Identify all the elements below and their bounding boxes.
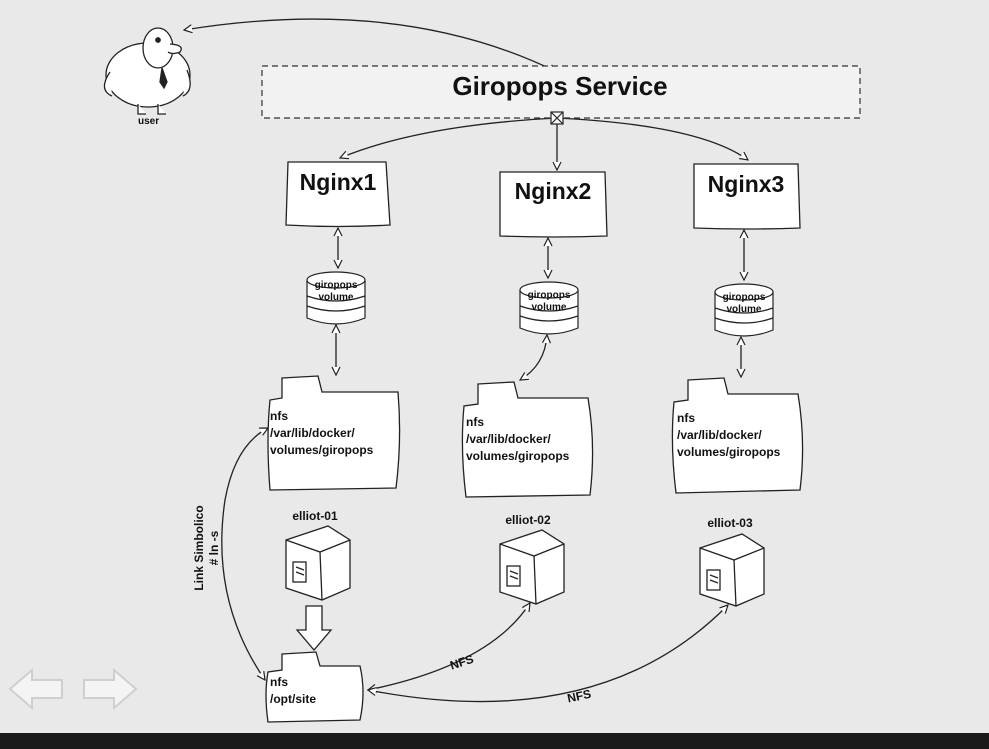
folder-2-line2: /var/lib/docker/ [466, 432, 551, 446]
folder-1-line3: volumes/giropops [270, 443, 374, 457]
service-title: Giropops Service [452, 71, 667, 101]
connectors [184, 18, 748, 703]
folder-icon-1: nfs /var/lib/docker/ volumes/giropops [267, 375, 401, 491]
folder-1-line2: /var/lib/docker/ [270, 426, 355, 440]
folder-icon-3: nfs /var/lib/docker/ volumes/giropops [671, 377, 804, 494]
volume-2-label-line2: volume [531, 302, 566, 313]
host-3-label: elliot-03 [707, 516, 753, 530]
folder-2-line1: nfs [466, 415, 484, 429]
site-folder-icon: nfs /opt/site [265, 651, 364, 723]
host-1-label: elliot-01 [292, 509, 338, 523]
nginx-1-label: Nginx1 [300, 169, 377, 195]
folder-3-line3: volumes/giropops [677, 445, 781, 459]
user-service-arrow [184, 18, 557, 72]
service-box: Giropops Service [261, 65, 861, 125]
volume-icon-1: giropops volume [306, 271, 366, 325]
volume-3-label-line1: giropops [723, 292, 766, 303]
volume-3-label-line2: volume [726, 304, 761, 315]
folder-3-line1: nfs [677, 411, 695, 425]
nginx-3-label: Nginx3 [708, 171, 785, 197]
nfs-arrow-host3 [368, 605, 728, 703]
volume2-folder-arrow [520, 335, 547, 380]
nginx-node-2: Nginx2 [499, 171, 608, 238]
volume-1-label-line2: volume [318, 292, 353, 303]
load-balancer-icon [550, 111, 564, 125]
host-2-label: elliot-02 [505, 513, 551, 527]
user-label: user [138, 116, 159, 127]
nfs-label-host2: NFS [448, 652, 475, 673]
volume-2-label-line1: giropops [528, 290, 571, 301]
volume-icon-3: giropops volume [714, 283, 774, 337]
server-icon-3: elliot-03 [699, 516, 765, 607]
nfs-label-host3: NFS [566, 687, 592, 706]
folder-2-line3: volumes/giropops [466, 449, 570, 463]
nginx-2-label: Nginx2 [515, 178, 592, 204]
folder-1-line1: nfs [270, 409, 288, 423]
folder-icon-2: nfs /var/lib/docker/ volumes/giropops [461, 381, 594, 498]
symlink-label-line2: # ln -s [207, 530, 221, 565]
service-nginx1-arrow [340, 117, 558, 158]
arrow-left-icon[interactable] [6, 666, 66, 712]
arrow-down-icon [295, 605, 333, 652]
nfs-arrow-host2 [368, 603, 530, 690]
bottom-bar [0, 733, 989, 749]
site-folder-line2: /opt/site [270, 692, 316, 706]
symlink-label-line1: Link Simbolico [192, 505, 206, 590]
nginx-node-1: Nginx1 [285, 161, 391, 228]
symlink-arrow [221, 428, 268, 680]
nginx-node-3: Nginx3 [693, 163, 801, 230]
user-icon: user [103, 27, 191, 127]
folder-3-line2: /var/lib/docker/ [677, 428, 762, 442]
volume-icon-2: giropops volume [519, 281, 579, 335]
volume-1-label-line1: giropops [315, 280, 358, 291]
arrow-right-icon[interactable] [80, 666, 140, 712]
site-folder-line1: nfs [270, 675, 288, 689]
server-icon-2: elliot-02 [499, 513, 565, 605]
server-icon-1: elliot-01 [285, 509, 351, 601]
service-nginx3-arrow [556, 117, 748, 160]
